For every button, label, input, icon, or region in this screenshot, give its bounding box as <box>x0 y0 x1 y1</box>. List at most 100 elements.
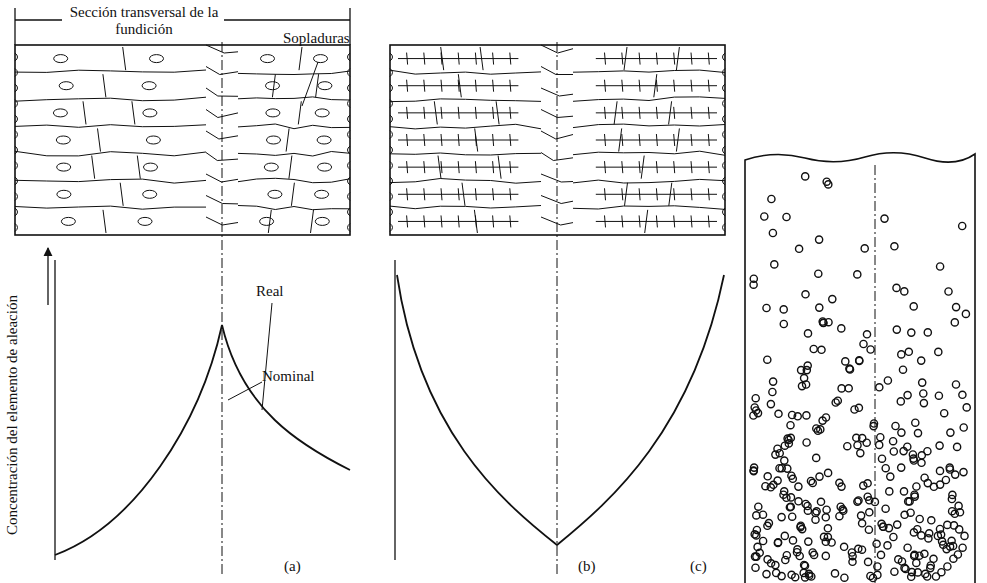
settled-particle <box>771 261 778 268</box>
settled-particle <box>908 329 915 336</box>
settled-particle <box>768 195 775 202</box>
chill-grain <box>348 84 351 92</box>
settled-particle <box>890 448 897 455</box>
blowhole <box>317 136 331 144</box>
dendrite-arm <box>639 134 640 146</box>
settled-particle <box>789 537 796 544</box>
settled-particle <box>769 229 776 236</box>
dendrite-arm <box>407 53 408 65</box>
settled-particle <box>803 439 810 446</box>
dendrite-arm <box>493 188 494 200</box>
settled-particle <box>772 451 779 458</box>
dendrite-arm <box>510 215 511 227</box>
grain-boundary <box>299 47 302 70</box>
dendrite-arm <box>458 107 459 119</box>
axis-line <box>54 260 55 560</box>
equiaxed-grain <box>206 196 238 204</box>
settled-particle <box>860 482 867 489</box>
dendrite-arm <box>510 134 511 146</box>
settled-particle <box>842 358 849 365</box>
dendrite-arm <box>691 215 692 227</box>
chill-grain <box>723 146 726 154</box>
grain-boundary <box>390 153 541 155</box>
settled-particle <box>825 469 832 476</box>
settled-particle <box>941 410 948 417</box>
settled-particle <box>816 236 823 243</box>
figure-label: Real <box>256 283 284 300</box>
settled-particle <box>841 543 848 550</box>
settled-particle <box>784 465 791 472</box>
settled-particle <box>803 412 810 419</box>
dendrite-arm <box>691 161 692 173</box>
settled-particle <box>796 245 803 252</box>
settled-particle <box>829 296 836 303</box>
grain-boundary <box>390 99 541 102</box>
equiaxed-grain <box>541 45 573 53</box>
center-line <box>875 165 876 583</box>
grain-boundary <box>311 210 314 233</box>
chill-grain <box>723 177 726 185</box>
blowhole <box>150 55 164 63</box>
dendrite-arm <box>674 188 675 200</box>
settled-particle <box>914 526 921 533</box>
dendrite-arm <box>441 53 442 65</box>
settled-particle <box>795 498 802 505</box>
settled-particle <box>937 263 944 270</box>
dendrite-arm <box>475 80 476 92</box>
equiaxed-grain <box>206 110 238 118</box>
dendrite-arm <box>493 80 494 92</box>
settled-particle <box>857 450 864 457</box>
chill-grain <box>15 177 18 185</box>
chill-grain <box>348 115 351 123</box>
equiaxed-grain <box>541 153 573 161</box>
settled-particle <box>780 320 787 327</box>
settled-particle <box>782 556 789 563</box>
settled-particle <box>846 366 853 373</box>
chill-grain <box>390 146 393 154</box>
dendrite-arm <box>493 161 494 173</box>
settled-particle <box>953 304 960 311</box>
settled-particle <box>946 466 953 473</box>
settled-particle <box>954 551 961 558</box>
settled-particle <box>884 542 891 549</box>
panel-letter: (a) <box>284 558 301 575</box>
casting-section <box>15 45 350 235</box>
settled-particle <box>959 391 966 398</box>
chill-grain <box>15 208 18 216</box>
settled-particle <box>823 506 830 513</box>
settled-particle <box>952 381 959 388</box>
chill-grain <box>723 84 726 92</box>
blowhole <box>54 55 68 63</box>
dendrite-arm <box>493 53 494 65</box>
equiaxed-grain <box>206 131 238 139</box>
dendrite-arm <box>674 215 675 227</box>
settled-particle <box>877 434 884 441</box>
grain-boundary <box>238 206 350 210</box>
settled-particle <box>877 551 884 558</box>
dendrite-arm <box>656 215 657 227</box>
settled-particle <box>817 498 824 505</box>
dendrite-arm <box>424 80 425 92</box>
settled-particle <box>918 357 925 364</box>
settled-particle <box>940 541 947 548</box>
settled-particle <box>753 532 760 539</box>
settled-particle <box>751 553 758 560</box>
dendrite-arm <box>458 215 459 227</box>
dendrite-arm <box>407 215 408 227</box>
grain-boundary <box>573 179 725 183</box>
casting-section <box>390 45 725 235</box>
dendrite-arm <box>691 80 692 92</box>
settled-particle <box>956 526 963 533</box>
settled-particle <box>894 521 901 528</box>
settled-particle <box>820 319 827 326</box>
grain-boundary <box>92 156 95 179</box>
settled-particle <box>763 304 770 311</box>
settled-particle <box>924 329 931 336</box>
grain-boundary <box>291 183 294 206</box>
settled-particle <box>787 494 794 501</box>
chill-grain <box>348 69 351 77</box>
chill-grain <box>723 162 726 170</box>
dendrite-arm <box>605 53 606 65</box>
chill-grain <box>348 146 351 154</box>
dendrite-arm <box>424 107 425 119</box>
